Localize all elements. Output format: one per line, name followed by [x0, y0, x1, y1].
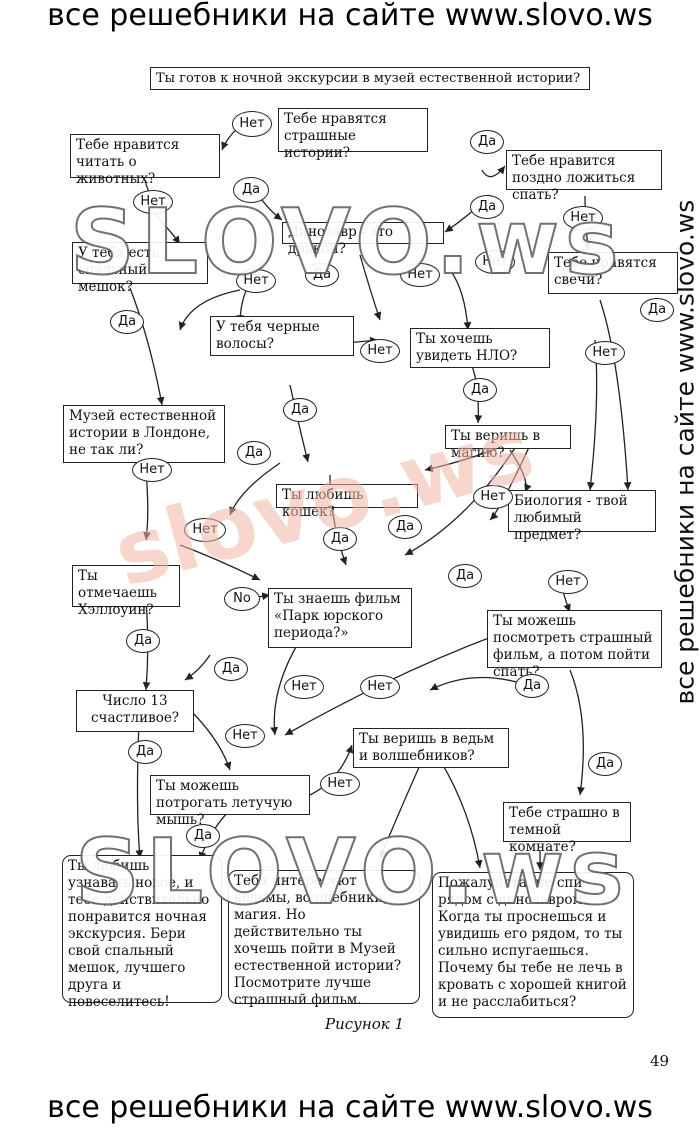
box-text: Тебе страшно в темной комнате? — [509, 805, 620, 855]
box-jurassic-park: Ты знаешь фильм «Парк юрского периода?» — [268, 588, 412, 648]
answer-label: Нет — [225, 724, 265, 748]
answer-label: No — [224, 587, 260, 611]
page-number: 49 — [650, 1052, 670, 1070]
answer-label: Да — [448, 564, 482, 588]
answer-label: Нет — [563, 206, 603, 230]
watermark-bottom: SLOVO.ws — [74, 819, 630, 926]
box-text: Тебе нравятся страшные истории? — [284, 111, 387, 161]
box-touch-bat: Ты можешь потрогать летучую мышь? — [150, 775, 310, 828]
answer-label: Нет — [132, 458, 172, 482]
answer-label: Да — [128, 740, 162, 764]
answer-label: Нет — [284, 675, 324, 699]
box-text: Динозавр - это дракон? — [288, 224, 394, 257]
box-witches: Ты веришь в ведьм и волшебников? — [353, 728, 509, 768]
box-animals: Тебе нравится читать о животных? — [70, 134, 220, 187]
box-text: Тебе нравится читать о животных? — [76, 137, 180, 187]
answer-label: Нет — [236, 269, 276, 293]
box-cats: Ты любишь кошек? — [276, 484, 418, 520]
box-text: Ты хочешь увидеть НЛО? — [416, 331, 518, 364]
box-text: Ты веришь в ведьм и волшебников? — [359, 731, 495, 764]
title-box: Ты готов к ночной экскурсии в музей есте… — [150, 67, 590, 90]
answer-label: Нет — [133, 190, 173, 214]
box-black-hair: У тебя черные волосы? — [210, 316, 354, 356]
banner-bottom: все решебники на сайте www.slovo.ws — [47, 1090, 653, 1125]
answer-label: Да — [233, 177, 269, 203]
box-text: Ты знаешь фильм «Парк юрского периода?» — [274, 591, 401, 641]
answer-label: Нет — [400, 263, 440, 287]
result-text: Ты любишь узнавать новое, и тебе действи… — [68, 858, 210, 1010]
box-text: Ты веришь в магию? — [451, 428, 541, 461]
box-dark-room: Тебе страшно в темной комнате? — [503, 802, 631, 855]
box-text: Ты отмечаешь Хэллоуин? — [78, 568, 157, 618]
box-late-sleep: Тебе нравится поздно ложиться спать? — [506, 150, 662, 203]
answer-label: Да — [463, 378, 497, 402]
answer-label: Да — [470, 130, 504, 154]
box-text: Тебе нравится поздно ложиться спать? — [512, 153, 636, 203]
box-text: У тебя есть спальный мешок? — [78, 245, 159, 295]
result-box-3: Пожалуйста, не спи рядом с динозавром! К… — [432, 872, 634, 1018]
box-london-museum: Музей естественной истории в Лондоне, не… — [63, 405, 225, 463]
answer-label: Нет — [548, 570, 588, 594]
answer-label: Нет — [585, 341, 625, 365]
box-text: Ты можешь посмотреть страшный фильм, а п… — [493, 613, 653, 680]
box-dinosaur-dragon: Динозавр - это дракон? — [282, 222, 444, 257]
result-text: Тебя интересуют ведьмы, волшебники, маги… — [234, 873, 402, 1008]
box-halloween: Ты отмечаешь Хэллоуин? — [72, 565, 180, 618]
answer-label: Да — [323, 527, 357, 551]
result-box-1: Ты любишь узнавать новое, и тебе действи… — [62, 855, 222, 1010]
box-text: Тебе нравятся свечи? — [554, 255, 657, 288]
box-text: Ты можешь потрогать летучую мышь? — [156, 778, 293, 828]
result-text: Пожалуйста, не спи рядом с динозавром! К… — [438, 875, 627, 1010]
answer-label: Да — [305, 263, 339, 287]
box-text: Число 13 счастливое? — [90, 693, 180, 726]
answer-label: Да — [110, 310, 144, 334]
box-scary-movie: Ты можешь посмотреть страшный фильм, а п… — [487, 610, 662, 680]
answer-label: Нет — [232, 111, 272, 137]
box-sleeping-bag: У тебя есть спальный мешок? — [72, 242, 208, 295]
answer-label: Нет — [184, 518, 226, 542]
answer-label: Нет — [360, 675, 400, 699]
answer-label: Нет — [320, 772, 360, 796]
answer-label: Да — [588, 752, 622, 776]
answer-label: Да — [515, 674, 549, 698]
box-text: Музей естественной истории в Лондоне, не… — [69, 408, 217, 458]
box-text: Ты любишь кошек? — [282, 487, 364, 520]
box-ufo: Ты хочешь увидеть НЛО? — [410, 328, 550, 368]
box-magic: Ты веришь в магию? — [445, 425, 571, 461]
watermark-top: SLOVO.ws — [69, 189, 625, 296]
box-number-13: Число 13 счастливое? — [76, 690, 194, 732]
box-text: Биология - твой любимый предмет? — [514, 493, 628, 543]
figure-caption: Рисунок 1 — [325, 1015, 405, 1033]
banner-top: все решебники на сайте www.slovo.ws — [47, 0, 653, 33]
answer-label: Да — [237, 441, 271, 465]
answer-label: Да — [186, 824, 220, 848]
box-biology: Биология - твой любимый предмет? — [508, 490, 656, 543]
answer-label: Да — [640, 298, 674, 322]
box-candles: Тебе нравятся свечи? — [548, 252, 678, 294]
answer-label: Да — [126, 629, 160, 653]
answer-label: Да — [388, 515, 422, 539]
result-box-2: Тебя интересуют ведьмы, волшебники, маги… — [228, 870, 420, 1008]
answer-label: Да — [470, 195, 504, 219]
answer-label: Да — [283, 398, 317, 422]
answer-label: Нет — [473, 485, 513, 509]
box-text: У тебя черные волосы? — [216, 319, 320, 352]
answer-label: Нет — [475, 250, 515, 274]
box-horror-stories: Тебе нравятся страшные истории? — [278, 108, 428, 161]
answer-label: Нет — [360, 339, 400, 363]
title-text: Ты готов к ночной экскурсии в музей есте… — [156, 71, 581, 86]
answer-label: Да — [214, 657, 248, 681]
